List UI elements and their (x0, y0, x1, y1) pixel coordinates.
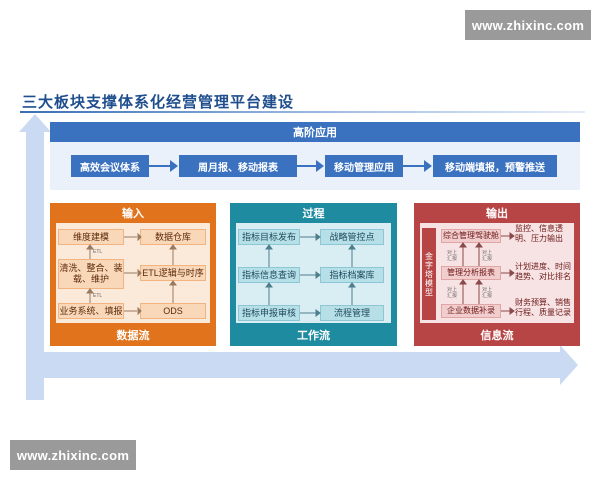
report-label-2: 对上汇报 (482, 250, 493, 262)
etl-label-lower: ETL (93, 293, 103, 299)
report-label-1: 对上汇报 (447, 250, 458, 262)
watermark-bottom: www.zhixinc.com (10, 440, 136, 470)
output-cockpit: 综合管理驾驶舱 (441, 229, 501, 243)
title-underline (20, 111, 585, 113)
top-arrowhead-2 (316, 160, 324, 172)
etl-label-upper: ETL (93, 249, 103, 255)
high-level-header: 高阶应用 (50, 122, 580, 142)
horizontal-arrow (44, 345, 578, 385)
output-data-supplement: 企业数据补录 (441, 304, 501, 318)
top-connector-2 (297, 165, 317, 167)
process-review: 指标申报审核 (238, 305, 300, 321)
input-panel-title: 输入 (122, 208, 144, 220)
pyramid-model-label: 金字塔模型 (422, 228, 436, 320)
top-arrowhead-3 (424, 160, 432, 172)
output-panel-title: 输出 (486, 208, 508, 220)
input-business-systems: 业务系统、填报 (58, 303, 124, 319)
report-label-4: 对上汇报 (482, 287, 493, 299)
top-connector-1 (149, 165, 171, 167)
top-item-meeting: 高效会议体系 (71, 155, 149, 177)
output-panel-footer: 信息流 (480, 330, 514, 342)
output-result-plan: 计划进度、时间趋势、对比排名 (515, 262, 571, 281)
top-connector-3 (403, 165, 425, 167)
output-result-finance: 财务预算、销售行程、质量记录 (515, 298, 571, 317)
input-dim-modeling: 维度建模 (58, 229, 124, 245)
corner-fill (26, 352, 44, 400)
input-panel-footer: 数据流 (116, 330, 150, 342)
top-arrowhead-1 (170, 160, 178, 172)
report-label-3: 对上汇报 (447, 287, 458, 299)
vertical-arrow (19, 114, 51, 400)
diagram-title: 三大板块支撑体系化经营管理平台建设 (22, 94, 295, 111)
output-analysis-report: 管理分析报表 (441, 266, 501, 280)
output-result-monitoring: 监控、信息透明、压力输出 (515, 224, 563, 243)
input-clean-load: 清洗、整合、装载、维护 (58, 259, 124, 289)
process-panel-title: 过程 (302, 208, 325, 220)
process-flow-management: 流程管理 (320, 305, 384, 321)
watermark-top: www.zhixinc.com (465, 10, 591, 40)
process-panel-footer: 工作流 (297, 330, 330, 342)
top-item-mobile-app: 移动管理应用 (325, 155, 403, 177)
top-item-weekly-report: 周月报、移动报表 (179, 155, 297, 177)
top-item-mobile-fill: 移动端填报，预警推送 (433, 155, 557, 177)
